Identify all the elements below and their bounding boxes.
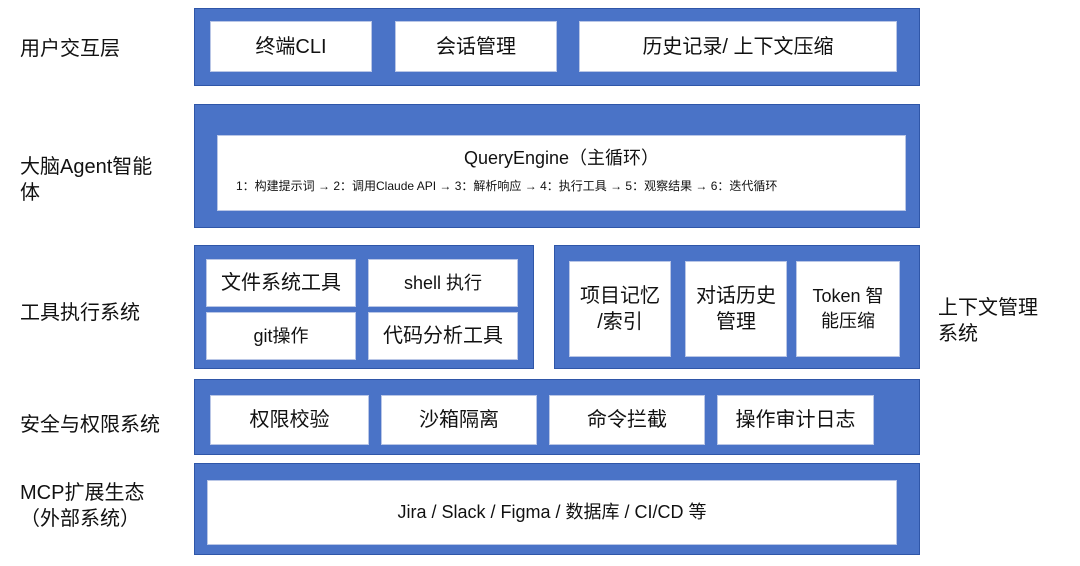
permission-check-box: 权限校验 [210,395,369,445]
agent-panel: QueryEngine（主循环） 1：构建提示词 → 2：调用Claude AP… [194,104,920,228]
shell-exec-box: shell 执行 [368,259,518,307]
external-systems-box: Jira / Slack / Figma / 数据库 / CI/CD 等 [207,480,897,545]
command-interception-box: 命令拦截 [549,395,705,445]
label-mcp-layer: MCP扩展生态 （外部系统） [20,482,145,530]
git-operation-box: git操作 [206,312,356,360]
security-panel: 权限校验 沙箱隔离 命令拦截 操作审计日志 [194,379,920,455]
history-context-compression-box: 历史记录/ 上下文压缩 [579,21,897,72]
user-interaction-panel: 终端CLI 会话管理 历史记录/ 上下文压缩 [194,8,920,86]
label-context-layer: 上下文管理 系统 [938,297,1038,345]
label-tools-layer: 工具执行系统 [20,302,140,324]
queryengine-steps: 1：构建提示词 → 2：调用Claude API → 3：解析响应 → 4：执行… [236,179,778,193]
mcp-panel: Jira / Slack / Figma / 数据库 / CI/CD 等 [194,463,920,555]
token-smart-compression-box: Token 智 能压缩 [796,261,900,357]
sandbox-isolation-box: 沙箱隔离 [381,395,537,445]
label-security-layer: 安全与权限系统 [20,414,160,436]
context-panel: 项目记忆 /索引 对话历史 管理 Token 智 能压缩 [554,245,920,369]
filesystem-tool-box: 文件系统工具 [206,259,356,307]
project-memory-index-box: 项目记忆 /索引 [569,261,671,357]
tools-panel: 文件系统工具 shell 执行 git操作 代码分析工具 [194,245,534,369]
code-analysis-tool-box: 代码分析工具 [368,312,518,360]
label-agent-layer: 大脑Agent智能 体 [20,156,153,204]
audit-log-box: 操作审计日志 [717,395,874,445]
label-user-interaction-layer: 用户交互层 [20,38,120,60]
session-management-box: 会话管理 [395,21,557,72]
conversation-history-management-box: 对话历史 管理 [685,261,787,357]
queryengine-title: QueryEngine（主循环） [463,148,660,168]
queryengine-box: QueryEngine（主循环） 1：构建提示词 → 2：调用Claude AP… [217,135,906,211]
terminal-cli-box: 终端CLI [210,21,372,72]
